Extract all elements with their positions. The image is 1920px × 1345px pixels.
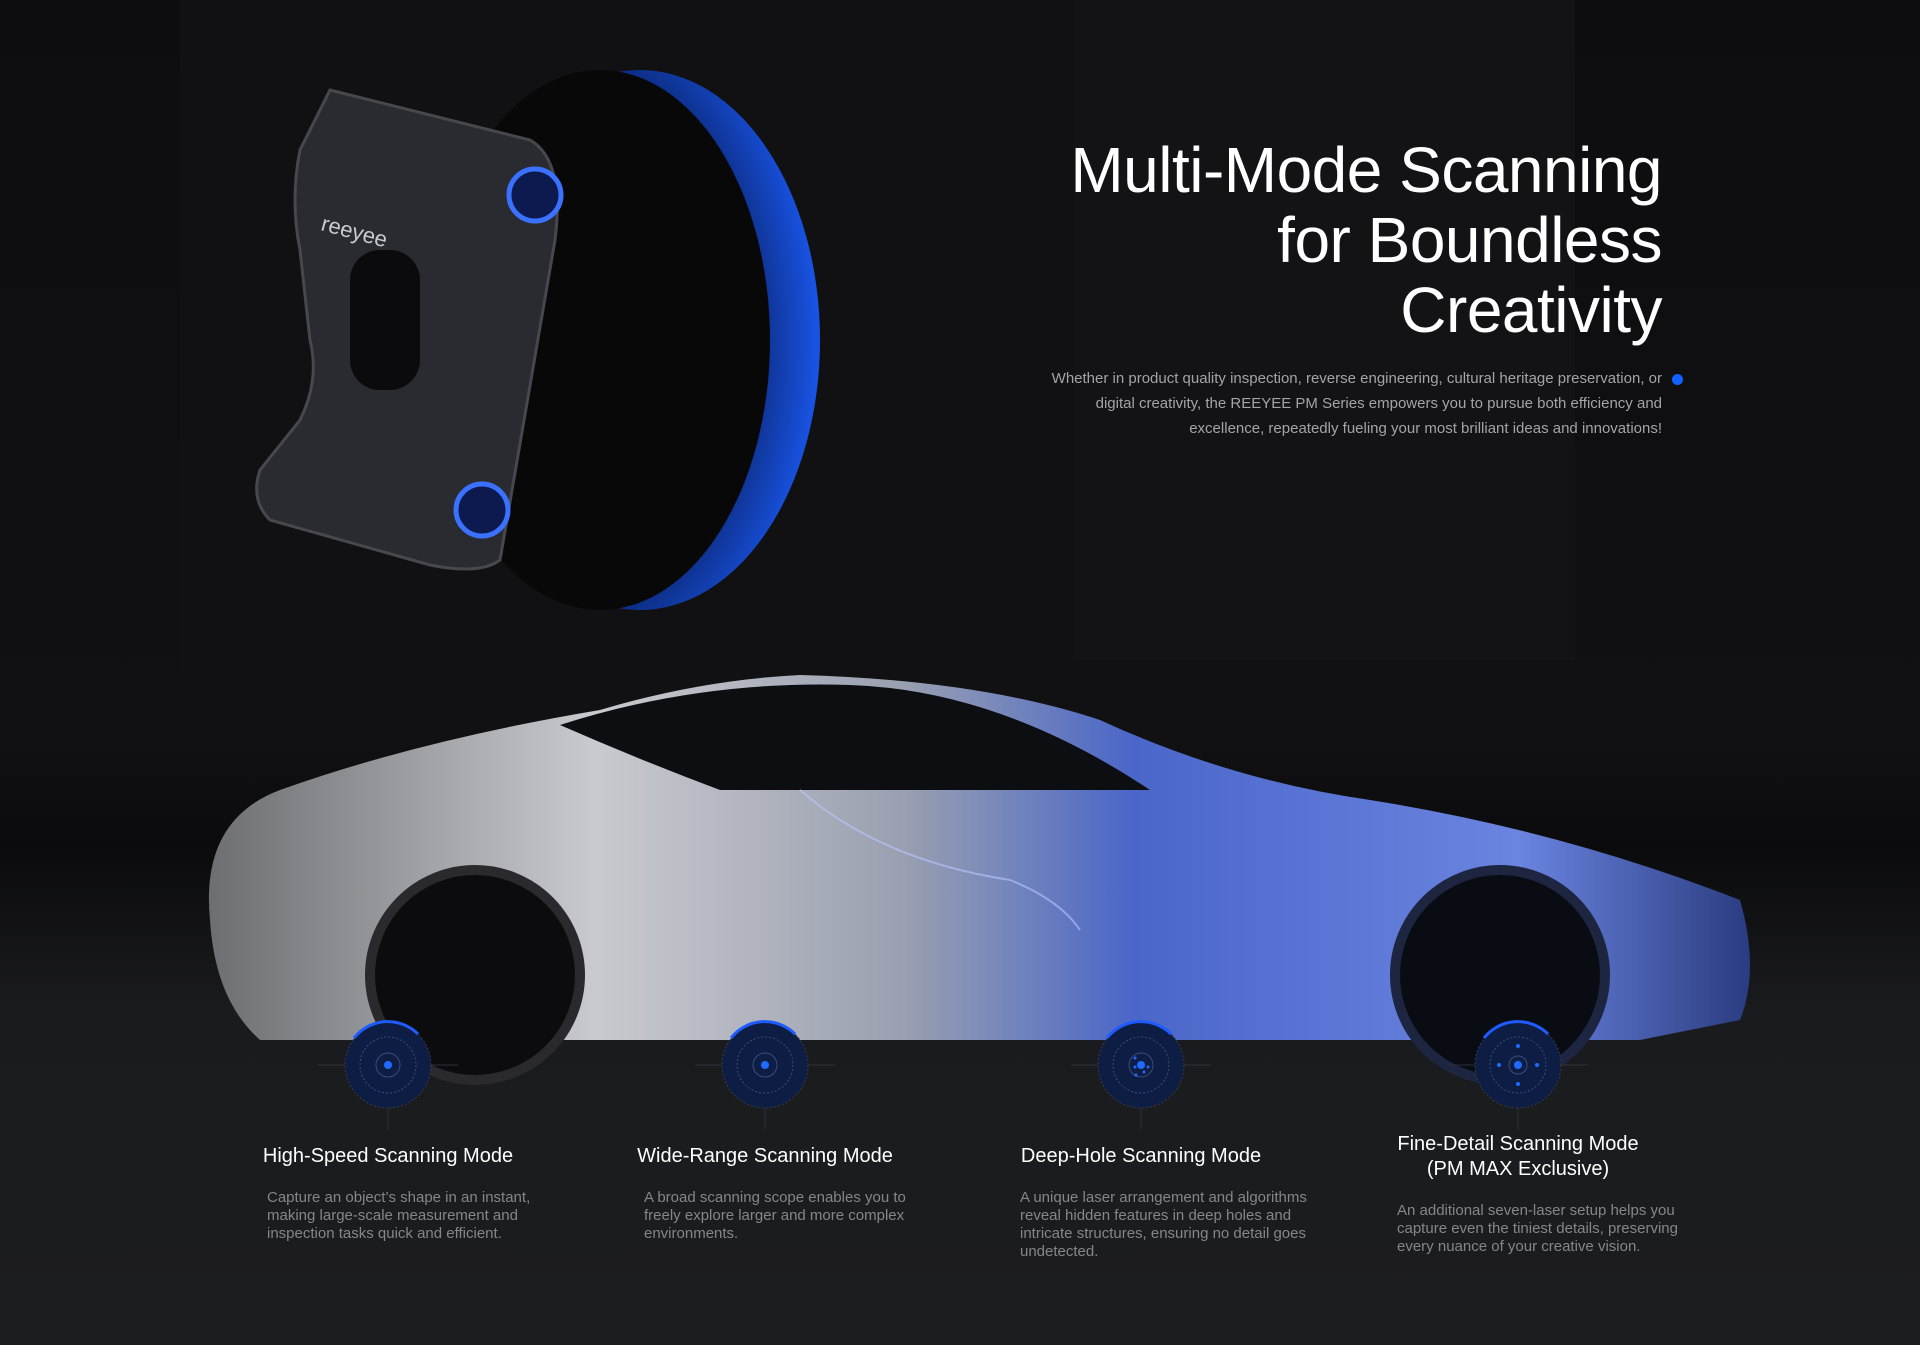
mode-description: A unique laser arrangement and algorithm… [1020,1189,1307,1260]
single-point-target-icon [318,1020,458,1130]
cross-point-target-icon [1448,1020,1588,1130]
mode-title: Wide-Range Scanning Mode [637,1145,893,1167]
cluster-target-icon [1071,1020,1211,1130]
scanner-device: reeyee [255,88,564,571]
mode-description: An additional seven-laser setup helps yo… [1397,1202,1678,1255]
mode-card-deep-hole: Deep-Hole Scanning Mode A unique laser a… [976,1020,1307,1261]
page-title: Multi-Mode Scanning for Boundless Creati… [1070,135,1662,345]
mode-title: Deep-Hole Scanning Mode [1020,1145,1262,1167]
intro-paragraph: Whether in product quality inspection, r… [1051,370,1662,437]
single-point-target-icon [695,1020,835,1130]
title-line: Creativity [1400,274,1662,346]
carousel-indicator-dot[interactable] [1672,374,1683,385]
mode-title: High-Speed Scanning Mode [262,1145,514,1167]
mode-description: Capture an object’s shape in an instant,… [267,1189,531,1242]
mode-card-high-speed: High-Speed Scanning Mode Capture an obje… [223,1020,553,1243]
mode-subtitle: (PM MAX Exclusive) [1426,1158,1610,1180]
mode-title-line: Fine-Detail Scanning Mode [1397,1133,1639,1155]
title-line: for Boundless [1277,204,1662,276]
mode-description: A broad scanning scope enables you to fr… [644,1189,906,1242]
mode-title: Fine-Detail Scanning Mode (PM MAX Exclusi… [1353,1132,1683,1182]
mode-card-fine-detail: Fine-Detail Scanning Mode (PM MAX Exclusi… [1353,1020,1683,1256]
background-building [1075,0,1575,660]
mode-card-wide-range: Wide-Range Scanning Mode A broad scannin… [600,1020,930,1243]
car [208,675,1750,1085]
title-line: Multi-Mode Scanning [1070,134,1662,206]
